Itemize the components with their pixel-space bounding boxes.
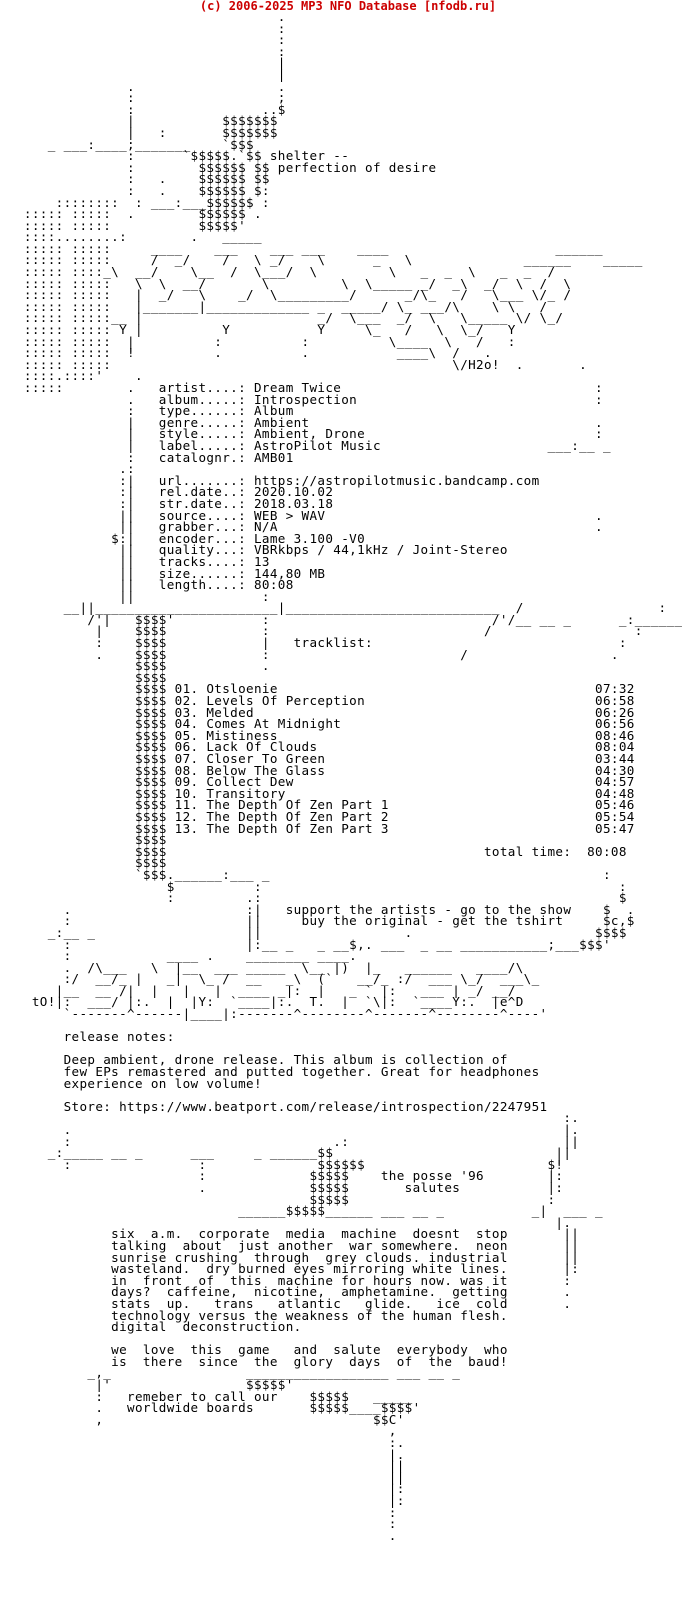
nfodb-copyright-header: (c) 2006-2025 MP3 NFO Database [nfodb.ru…: [199, 0, 497, 13]
nfo-ascii-art-document: . : : : | | .: [23, 9, 683, 1543]
